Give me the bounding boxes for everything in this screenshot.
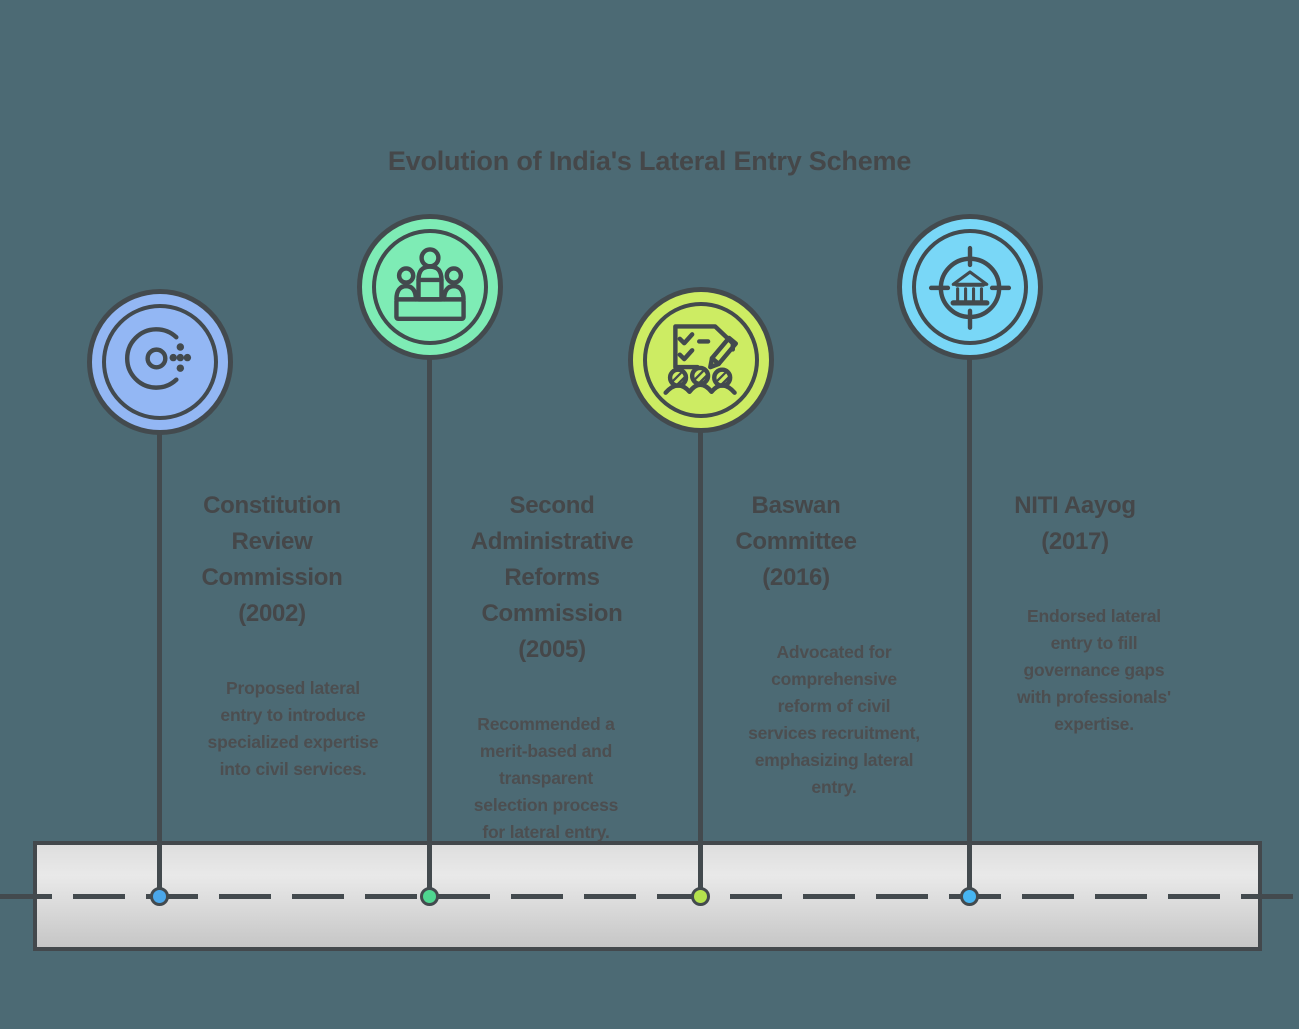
circle-inner-ring [643, 302, 759, 418]
milestone-road-marker [150, 887, 169, 906]
milestone-road-marker [691, 887, 710, 906]
milestone-icon-badge [628, 287, 774, 433]
circle-inner-ring [102, 304, 218, 420]
milestone-description: Endorsed lateral entry to fill governanc… [1017, 606, 1171, 734]
milestone-road-marker [420, 887, 439, 906]
milestone-heading: Baswan Committee (2016) [735, 492, 857, 591]
milestone-connector-line [698, 360, 703, 897]
milestone-text-block: Baswan Committee (2016) Advocated for co… [709, 470, 959, 819]
milestone-description: Recommended a merit-based and transparen… [473, 714, 619, 842]
milestone-description: Proposed lateral entry to introduce spec… [207, 678, 379, 779]
page-title: Evolution of India's Lateral Entry Schem… [387, 146, 912, 176]
target-government-icon [928, 245, 1012, 330]
podium-people-icon [394, 247, 466, 322]
circle-inner-ring [372, 229, 488, 345]
milestone-connector-line [157, 362, 162, 897]
abstract-c-dots-icon [125, 327, 192, 390]
road-center-dashline [0, 894, 1299, 899]
milestone-icon-badge [897, 214, 1043, 360]
milestone-text-block: NITI Aayog (2017) Endorsed lateral entry… [974, 470, 1214, 756]
milestone-heading: Second Administrative Reforms Commission… [470, 492, 634, 663]
milestone-road-marker [960, 887, 979, 906]
milestone-heading: NITI Aayog (2017) [1014, 492, 1136, 555]
milestone-text-block: Second Administrative Reforms Commission… [426, 470, 666, 864]
milestone-text-block: Constitution Review Commission (2002) Pr… [173, 470, 413, 801]
circle-inner-ring [912, 229, 1028, 345]
milestone-connector-line [427, 287, 432, 897]
checklist-people-icon [663, 324, 739, 395]
milestone-icon-badge [357, 214, 503, 360]
milestone-connector-line [967, 287, 972, 897]
milestone-heading: Constitution Review Commission (2002) [201, 492, 343, 627]
milestone-icon-badge [87, 289, 233, 435]
milestone-description: Advocated for comprehensive reform of ci… [748, 642, 920, 797]
